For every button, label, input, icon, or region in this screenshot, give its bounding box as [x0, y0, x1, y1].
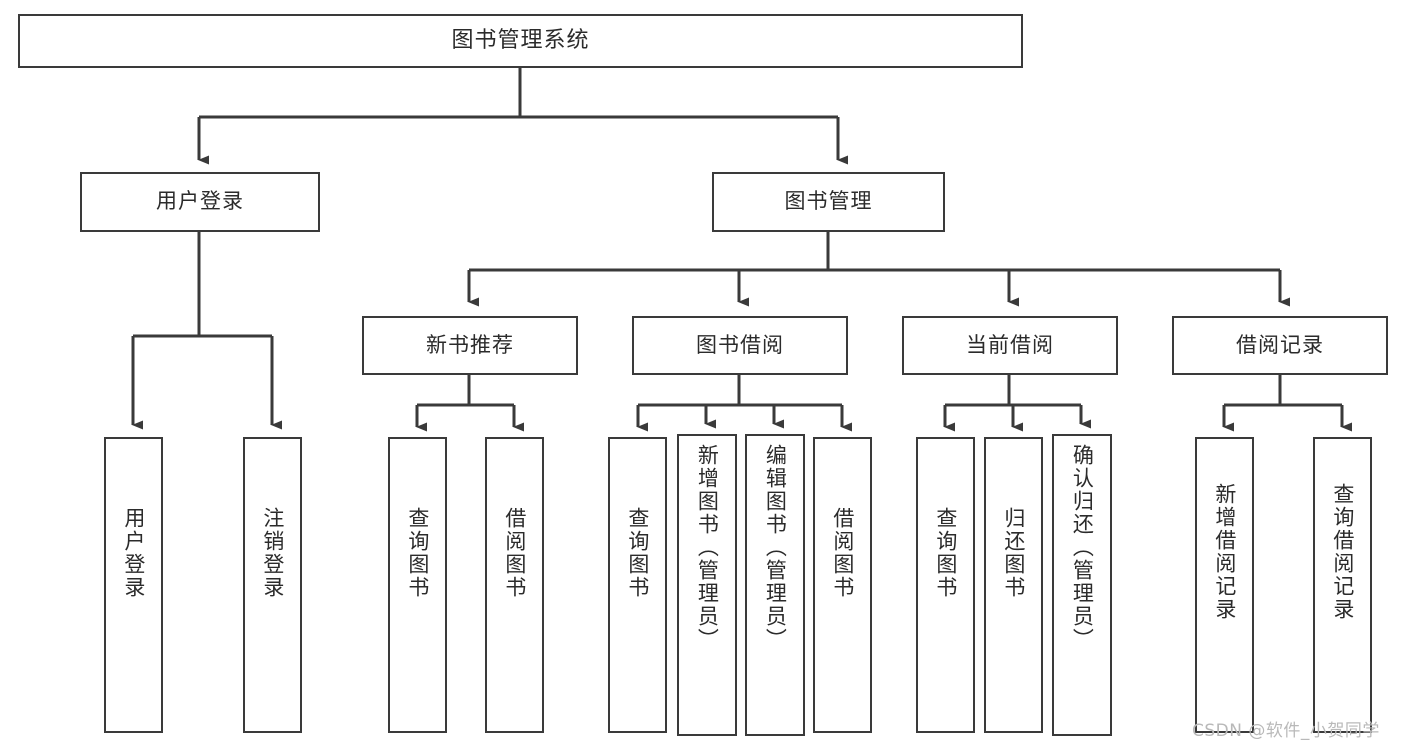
- node-leaf-query-borrow-record[interactable]: 查询借阅记录: [1313, 437, 1372, 733]
- node-label: 注销登录: [260, 507, 285, 599]
- node-leaf-user-login[interactable]: 用户登录: [104, 437, 163, 733]
- node-label: 图书管理: [784, 189, 873, 214]
- node-book-borrow[interactable]: 图书借阅: [632, 316, 848, 375]
- node-label: 借阅记录: [1236, 332, 1324, 357]
- node-user-login[interactable]: 用户登录: [80, 172, 320, 232]
- node-label: 新增图书（管理员）: [695, 444, 720, 651]
- node-label: 借阅图书: [502, 507, 527, 599]
- node-label: 图书借阅: [696, 332, 784, 357]
- node-new-book-recommend[interactable]: 新书推荐: [362, 316, 578, 375]
- node-label: 查询借阅记录: [1330, 483, 1355, 621]
- node-label: 新书推荐: [426, 332, 514, 357]
- node-label: 归还图书: [1001, 507, 1026, 599]
- node-leaf-query-book-recommend[interactable]: 查询图书: [388, 437, 447, 733]
- node-root-book-management-system[interactable]: 图书管理系统: [18, 14, 1023, 68]
- node-leaf-borrow-book-recommend[interactable]: 借阅图书: [485, 437, 544, 733]
- node-current-borrow[interactable]: 当前借阅: [902, 316, 1118, 375]
- node-label: 查询图书: [625, 507, 650, 599]
- node-leaf-logout[interactable]: 注销登录: [243, 437, 302, 733]
- node-label: 新增借阅记录: [1212, 483, 1237, 621]
- node-leaf-add-borrow-record[interactable]: 新增借阅记录: [1195, 437, 1254, 733]
- node-borrow-record[interactable]: 借阅记录: [1172, 316, 1388, 375]
- node-leaf-query-book-borrow[interactable]: 查询图书: [608, 437, 667, 733]
- csdn-watermark: CSDN @软件_小贺同学: [1192, 721, 1380, 741]
- node-label: 确认归还（管理员）: [1070, 444, 1095, 651]
- node-leaf-add-book-admin[interactable]: 新增图书（管理员）: [677, 434, 737, 736]
- node-label: 当前借阅: [966, 332, 1054, 357]
- node-leaf-confirm-return-admin[interactable]: 确认归还（管理员）: [1052, 434, 1112, 736]
- node-label: 借阅图书: [830, 507, 855, 599]
- node-label: 用户登录: [121, 507, 146, 599]
- node-leaf-query-book-current[interactable]: 查询图书: [916, 437, 975, 733]
- node-leaf-borrow-book[interactable]: 借阅图书: [813, 437, 872, 733]
- node-leaf-return-book[interactable]: 归还图书: [984, 437, 1043, 733]
- node-label: 查询图书: [933, 507, 958, 599]
- node-label: 编辑图书（管理员）: [763, 444, 788, 651]
- node-label: 用户登录: [156, 189, 244, 214]
- node-leaf-edit-book-admin[interactable]: 编辑图书（管理员）: [745, 434, 805, 736]
- node-label: 图书管理系统: [451, 27, 590, 53]
- node-book-management[interactable]: 图书管理: [712, 172, 945, 232]
- node-label: 查询图书: [405, 507, 430, 599]
